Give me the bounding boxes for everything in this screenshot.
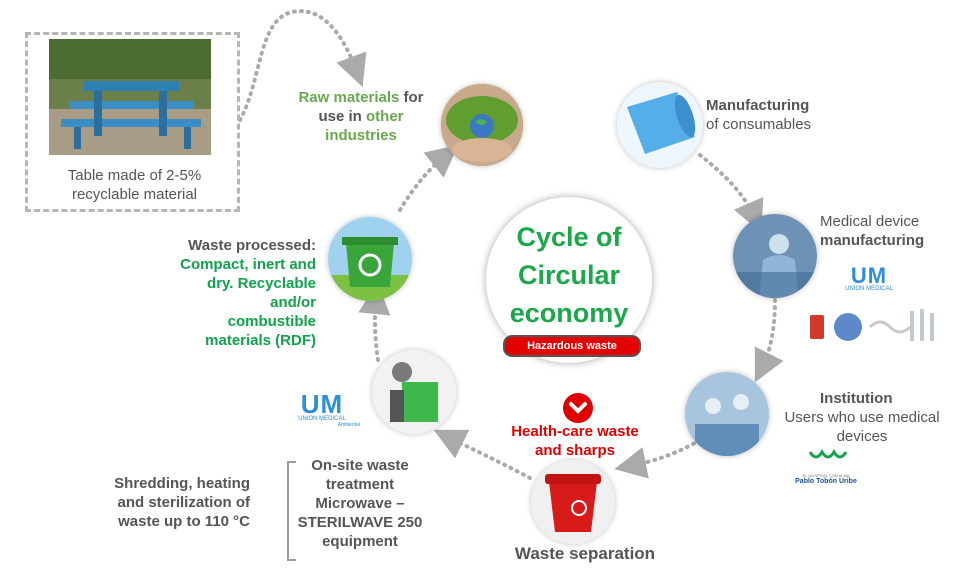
arrow-institution-to-separation (614, 438, 702, 479)
onsite-line4: STERILWAVE 250 (297, 514, 423, 531)
hazardous-waste-badge: Hazardous waste (503, 335, 641, 357)
raw-materials-other: other (366, 108, 404, 125)
table-caption-line2: recyclable material (71, 186, 198, 203)
medical-devices-icon (810, 309, 934, 341)
waste-processed-line2: Compact, inert and (180, 256, 316, 273)
shredding-line3: waste up to 110 °C (118, 513, 250, 530)
table-caption-line1: Table made of 2-5% (67, 167, 202, 184)
recycled-table-image (49, 39, 211, 155)
arrow-separation-to-treatment (433, 429, 532, 480)
medical-device-title: Medical device (820, 213, 920, 230)
raw-materials-use-in: use in (318, 108, 366, 125)
onsite-line2: treatment (325, 476, 395, 493)
shredding-line2: and sterilization of (117, 494, 250, 511)
institution-line2: Users who use medical (784, 409, 940, 426)
union-medical-logo: UM UNION MEDICAL (845, 263, 893, 293)
union-medical-ambiental-logo: UM UNION MEDICAL Ambiental (298, 389, 360, 428)
arrow-processed-to-raw (398, 144, 459, 212)
raw-materials-highlight: Raw materials (298, 89, 400, 106)
arrow-photo-to-raw (238, 9, 367, 122)
arrow-device-to-institution (754, 298, 784, 383)
waste-processed-line4: and/or (270, 294, 316, 311)
waste-separation-label: Waste separation (514, 544, 656, 563)
surgeon-icon (733, 214, 817, 298)
arrow-consumables-to-device (698, 153, 764, 233)
waste-processed-line5: combustible (227, 313, 316, 330)
recycle-bin-icon (328, 217, 412, 301)
globe-leaf-icon (441, 84, 523, 166)
institution-title: Institution (820, 390, 893, 407)
treatment-bracket (287, 461, 296, 561)
sharps-container-icon (531, 460, 615, 544)
manufacturing-subtitle: of consumables (706, 116, 812, 133)
manufacturing-title: Manufacturing (706, 97, 810, 114)
waste-processed-title: Waste processed: (188, 237, 316, 254)
table-photo-frame (25, 32, 240, 212)
operating-room-icon (685, 372, 769, 456)
arrow-treatment-to-processed (358, 282, 391, 362)
onsite-line1: On-site waste (311, 457, 409, 474)
waste-processed-line6: materials (RDF) (205, 332, 316, 349)
microwave-treatment-icon (372, 350, 456, 434)
institution-line3: devices (836, 428, 888, 445)
onsite-line5: equipment (322, 533, 398, 550)
chevron-down-icon (563, 393, 593, 423)
raw-materials-industries: industries (325, 127, 397, 144)
waste-processed-line3: dry. Recyclable (207, 275, 316, 292)
health-care-waste-line2: and sharps (534, 442, 616, 459)
shredding-line1: Shredding, heating (114, 475, 250, 492)
center-title: Cycle of Circular economy (509, 222, 629, 328)
onsite-line3: Microwave – (315, 495, 405, 512)
hospital-logo: EL HOSPITAL CON ALMA Pablo Tobón Uribe (794, 448, 858, 486)
consumables-roll-icon (617, 82, 703, 168)
health-care-waste-line1: Health-care waste (511, 423, 639, 440)
raw-materials-for: for (399, 89, 424, 106)
medical-device-manufacturing: manufacturing (820, 232, 925, 249)
